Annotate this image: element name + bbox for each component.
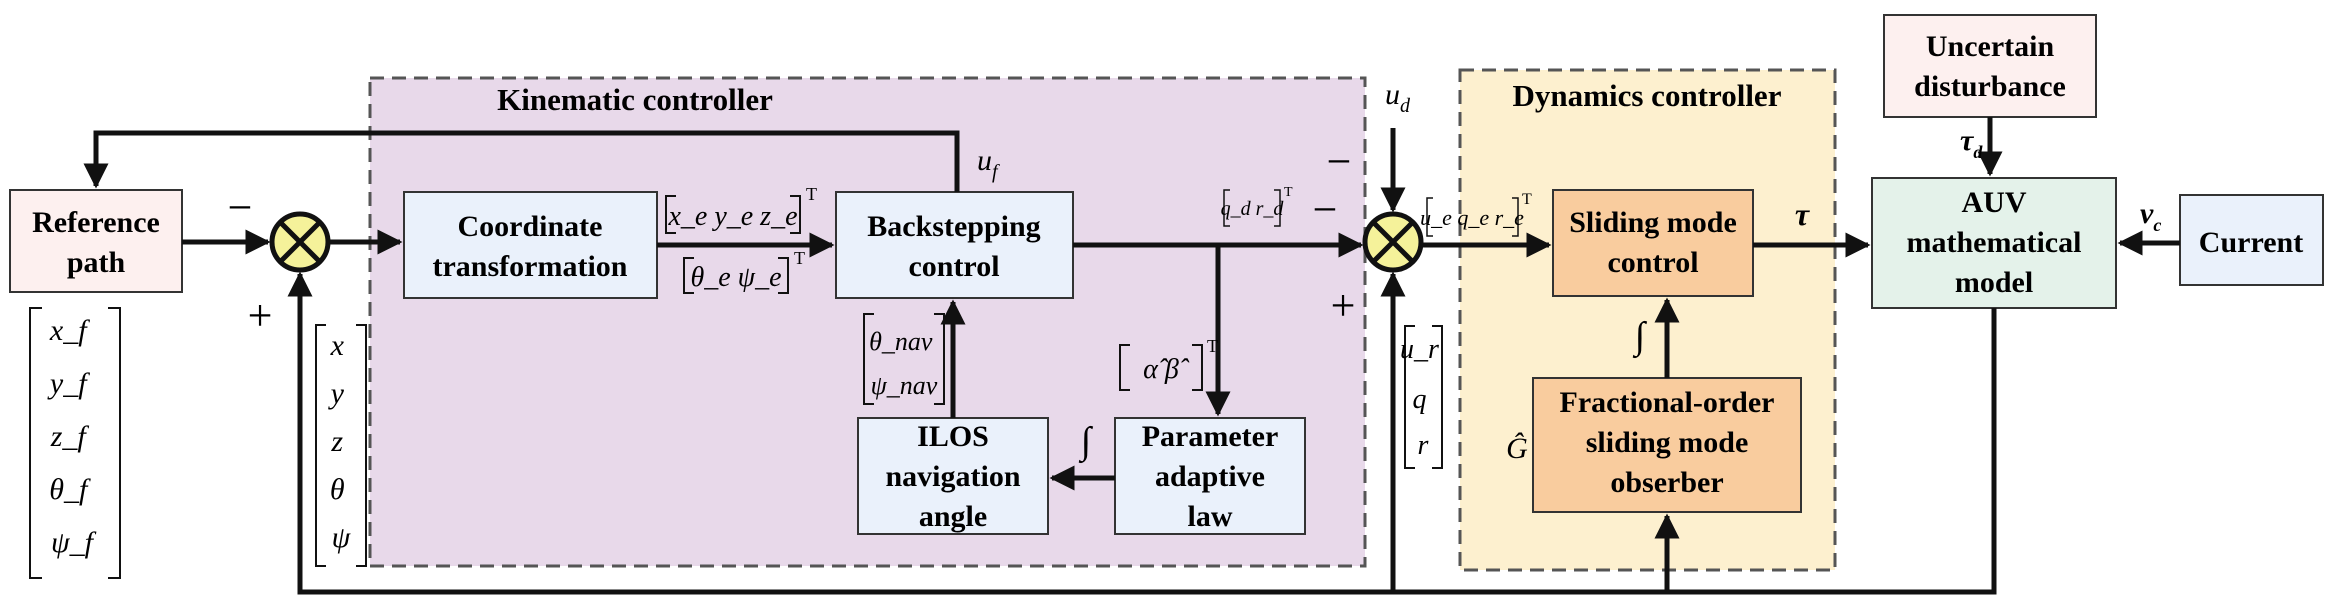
svg-text:T: T bbox=[1284, 185, 1293, 200]
sum1-minus-sign: − bbox=[228, 183, 253, 232]
svg-text:x_e y_e z_e: x_e y_e z_e bbox=[667, 201, 797, 232]
svg-text:T: T bbox=[1522, 191, 1532, 208]
position-error-label: x_e y_e z_e T bbox=[665, 184, 817, 234]
integral-sign-ilos: ∫ bbox=[1079, 420, 1094, 464]
svg-text:u_r q r: u_r q r bbox=[1400, 334, 1446, 461]
integral-sign-observer: ∫ bbox=[1633, 315, 1648, 359]
svg-text:T: T bbox=[806, 184, 817, 204]
sum2-minus-sign-2: − bbox=[1313, 185, 1338, 234]
kinematic-controller-title: Kinematic controller bbox=[497, 82, 773, 117]
nav-angle-vector-label: θ_nav ψ_nav bbox=[863, 313, 945, 405]
state-feedback-line bbox=[287, 271, 1997, 595]
dynamics-controller-title: Dynamics controller bbox=[1513, 78, 1782, 113]
ur-q-r-vector-label: u_r q r bbox=[1400, 325, 1446, 469]
uf-feedback-arrow bbox=[83, 130, 960, 192]
summing-junction-2 bbox=[1362, 211, 1424, 273]
sum2-minus-sign-1: − bbox=[1327, 137, 1352, 186]
svg-text:x_f y_f z_f: x_f y_f z_f θ_f ψ_f bbox=[47, 314, 97, 559]
ue-qe-re-label: u_e q_e r_e T bbox=[1420, 191, 1532, 237]
reference-vector-label: x_f y_f z_f θ_f ψ_f bbox=[29, 307, 121, 579]
current-block: Current bbox=[2179, 194, 2324, 286]
vc-label: vc bbox=[2140, 197, 2161, 235]
tau-d-label: τd bbox=[1960, 124, 1983, 162]
g-hat-label: Ĝ bbox=[1506, 432, 1528, 465]
angle-error-label: θ_e ψ_e T bbox=[683, 248, 805, 294]
svg-text:θ_nav ψ_nav: θ_nav ψ_nav bbox=[869, 327, 939, 400]
summing-junction-1 bbox=[269, 211, 331, 273]
state-vector-label: x y z θ ψ bbox=[315, 324, 367, 567]
qd-rd-label: q_d r_d T bbox=[1221, 185, 1293, 227]
svg-text:q_d r_d: q_d r_d bbox=[1221, 198, 1285, 220]
svg-text:T: T bbox=[794, 248, 805, 268]
tau-label: τ bbox=[1795, 196, 1811, 232]
uf-label: uf bbox=[977, 144, 1000, 183]
svg-text:T: T bbox=[1207, 336, 1218, 356]
svg-text:Current: Current bbox=[2199, 226, 2303, 259]
ud-label: ud bbox=[1385, 78, 1411, 117]
sum2-plus-sign: + bbox=[1331, 281, 1356, 330]
svg-text:x y z θ: x y z θ ψ bbox=[328, 329, 353, 554]
svg-text:u_e q_e r_e: u_e q_e r_e bbox=[1420, 205, 1524, 230]
svg-text:θ_e ψ_e: θ_e ψ_e bbox=[691, 262, 782, 293]
sum1-plus-sign: + bbox=[248, 291, 273, 340]
